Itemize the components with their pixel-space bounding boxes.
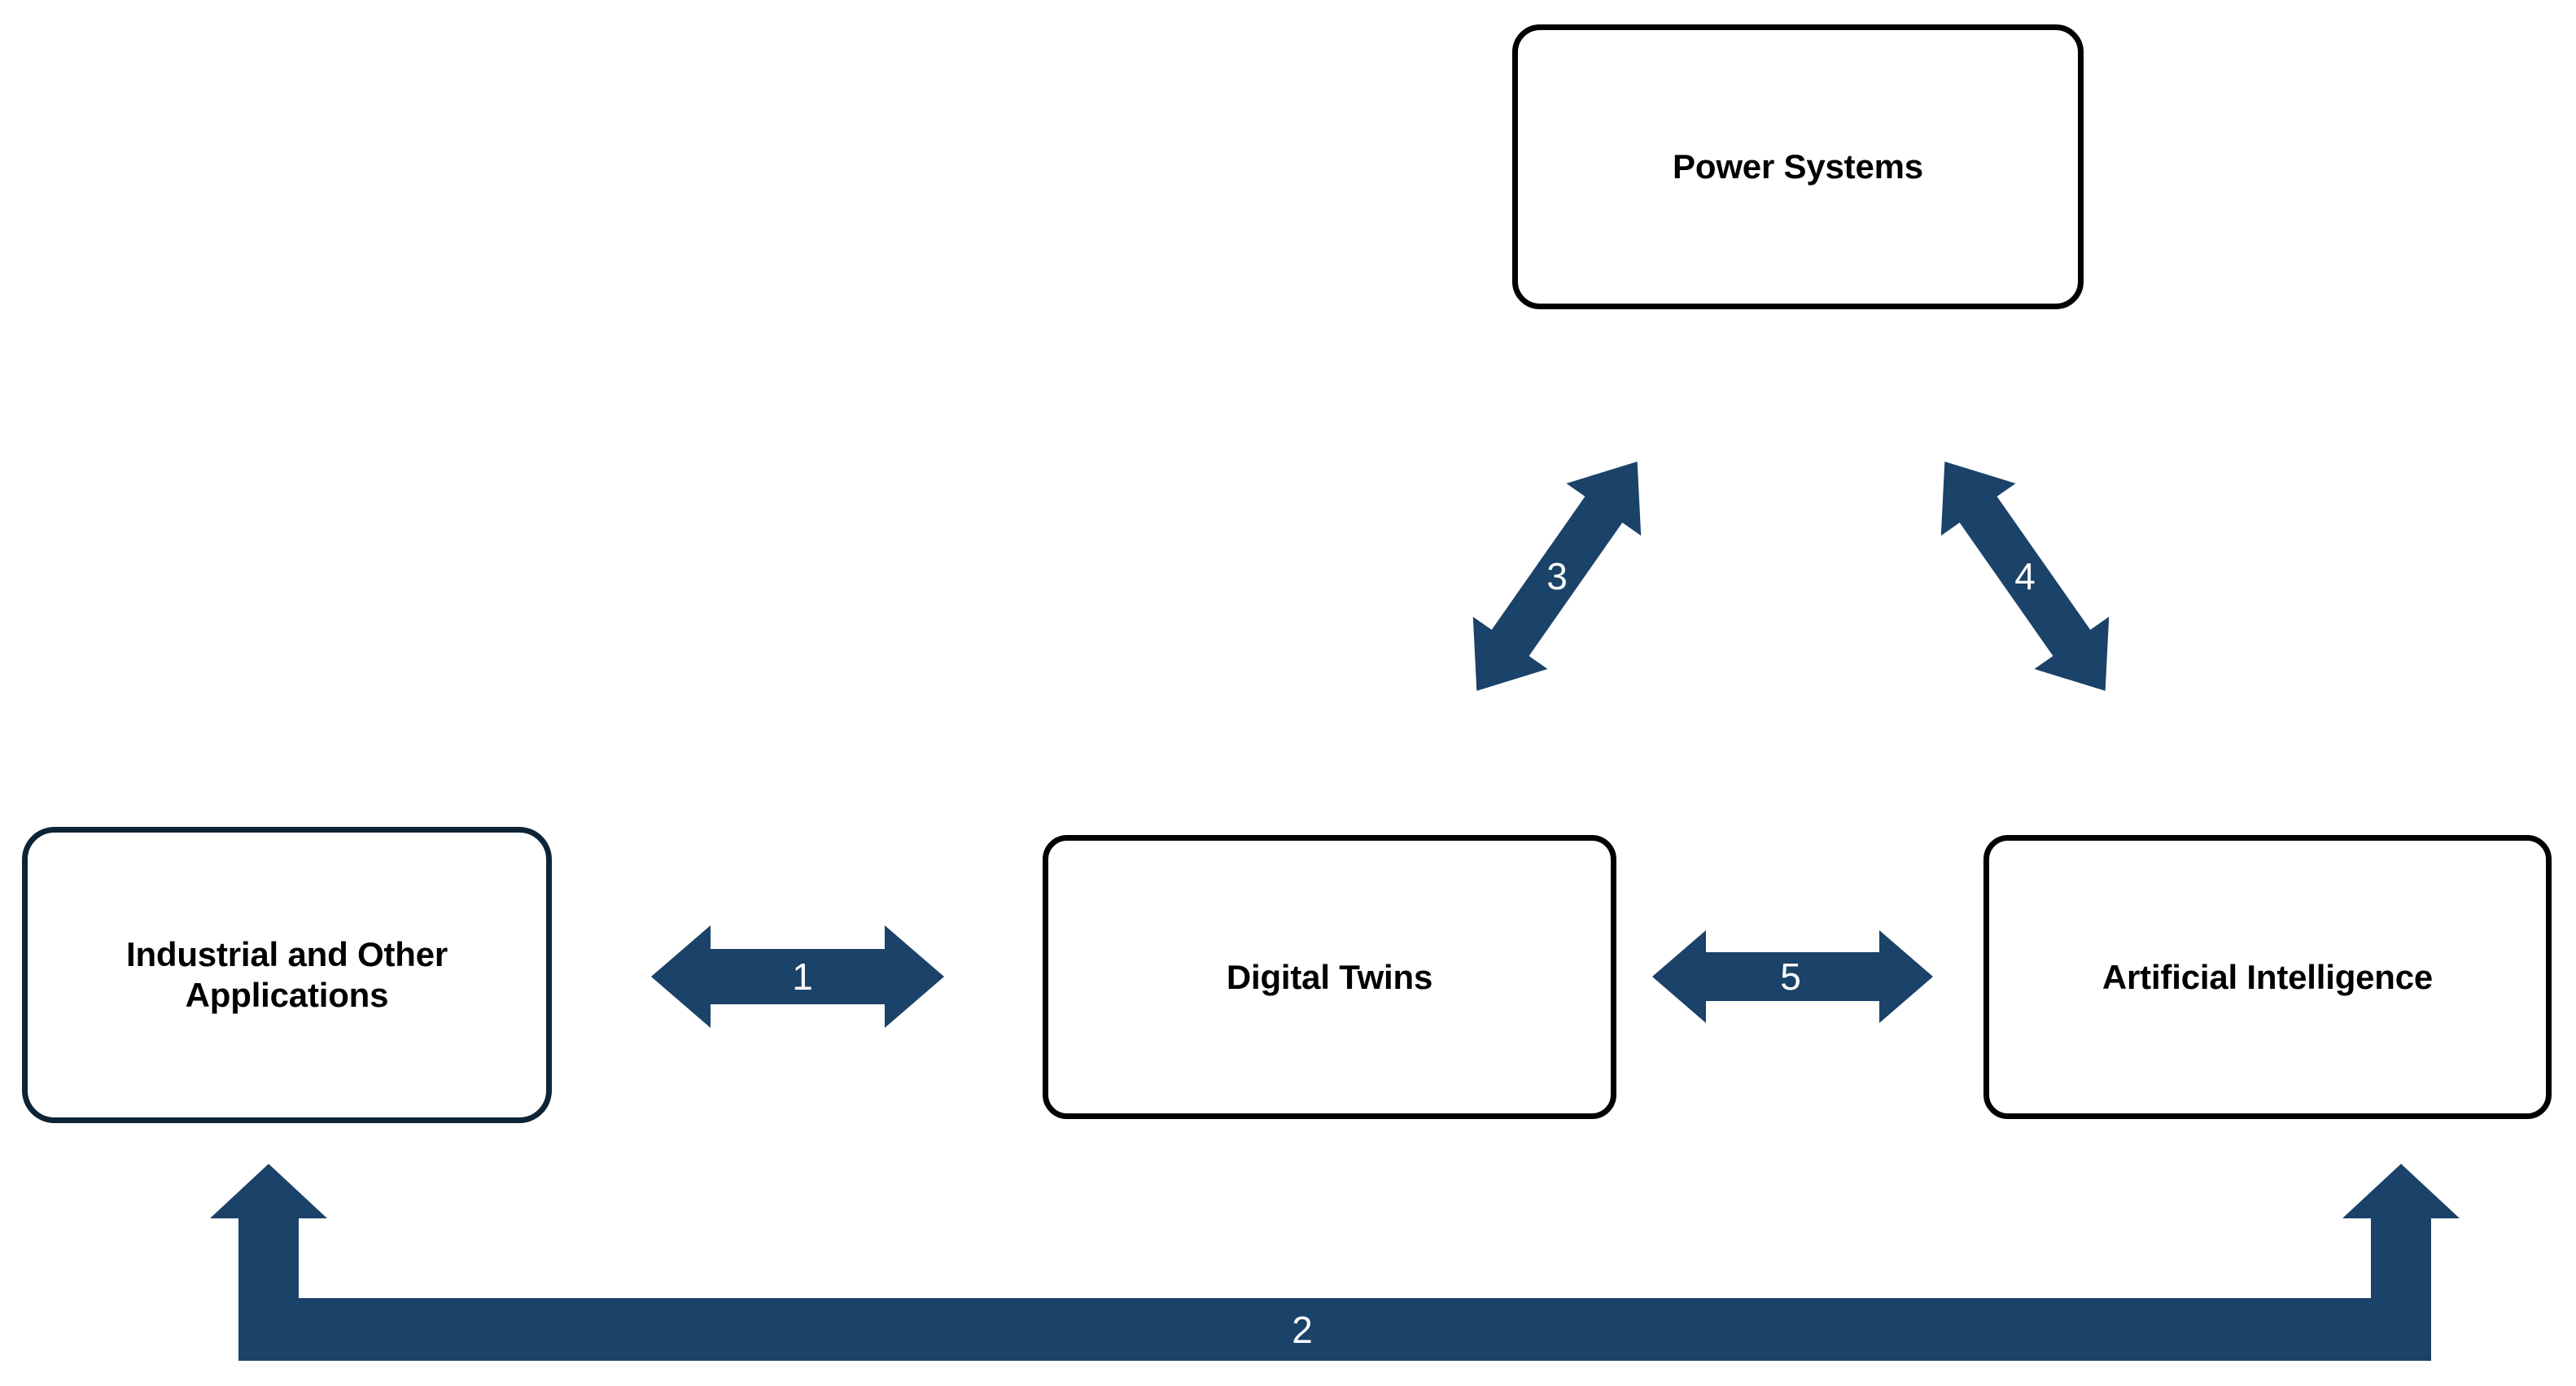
node-artificial-intelligence[interactable]: Artificial Intelligence (1983, 835, 2552, 1119)
connector-3-arrow[interactable] (1439, 435, 1674, 717)
connector-5-arrow[interactable] (1652, 930, 1933, 1023)
node-industrial-and-other-applications[interactable]: Industrial and Other Applications (22, 827, 552, 1123)
node-artificial-intelligence-label: Artificial Intelligence (2101, 957, 2434, 996)
node-digital-twins[interactable]: Digital Twins (1043, 835, 1616, 1119)
node-digital-twins-label: Digital Twins (1226, 957, 1433, 996)
connector-4-arrow[interactable] (1907, 435, 2142, 717)
connector-2-arrow[interactable] (210, 1164, 2460, 1361)
node-industrial-and-other-applications-label: Industrial and Other Applications (125, 935, 448, 1014)
node-power-systems-label: Power Systems (1673, 147, 1923, 186)
connector-1-arrow[interactable] (651, 925, 944, 1028)
node-power-systems[interactable]: Power Systems (1512, 24, 2084, 309)
